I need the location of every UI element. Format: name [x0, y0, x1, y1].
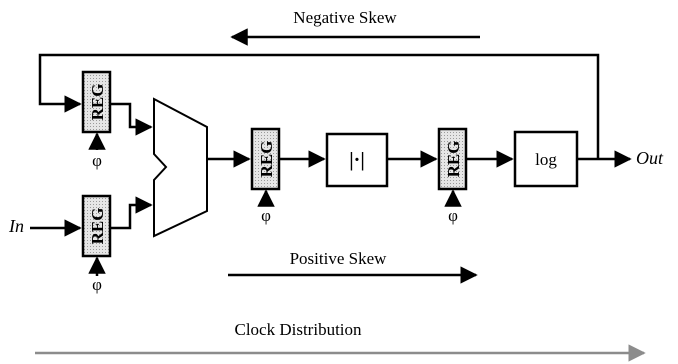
register-4-label: REG — [444, 141, 463, 178]
feedback-wire — [38, 53, 600, 159]
positive-skew-label: Positive Skew — [290, 249, 388, 268]
negative-skew-label: Negative Skew — [293, 8, 397, 27]
register-4: REG — [437, 127, 468, 191]
clock-symbol-1: φ — [92, 151, 102, 170]
register-2: REG — [81, 194, 112, 258]
abs-block-label: |·| — [349, 149, 364, 171]
abs-block: |·| — [325, 132, 389, 188]
register-1-label: REG — [88, 84, 107, 121]
log-block: log — [513, 130, 579, 188]
clock-distribution-label: Clock Distribution — [234, 320, 362, 339]
register-3-label: REG — [257, 141, 276, 178]
output-label: Out — [636, 148, 664, 168]
clock-symbol-4: φ — [448, 206, 458, 225]
input-label: In — [8, 216, 24, 236]
log-block-label: log — [535, 150, 557, 169]
reg1-to-mux-wire — [110, 102, 153, 136]
clock-symbol-3: φ — [261, 206, 271, 225]
reg2-to-mux-wire — [110, 196, 153, 230]
register-3: REG — [250, 127, 281, 191]
clock-symbol-2: φ — [92, 275, 102, 294]
register-1: REG — [81, 70, 112, 134]
register-2-label: REG — [88, 208, 107, 245]
mux-block — [153, 97, 208, 238]
